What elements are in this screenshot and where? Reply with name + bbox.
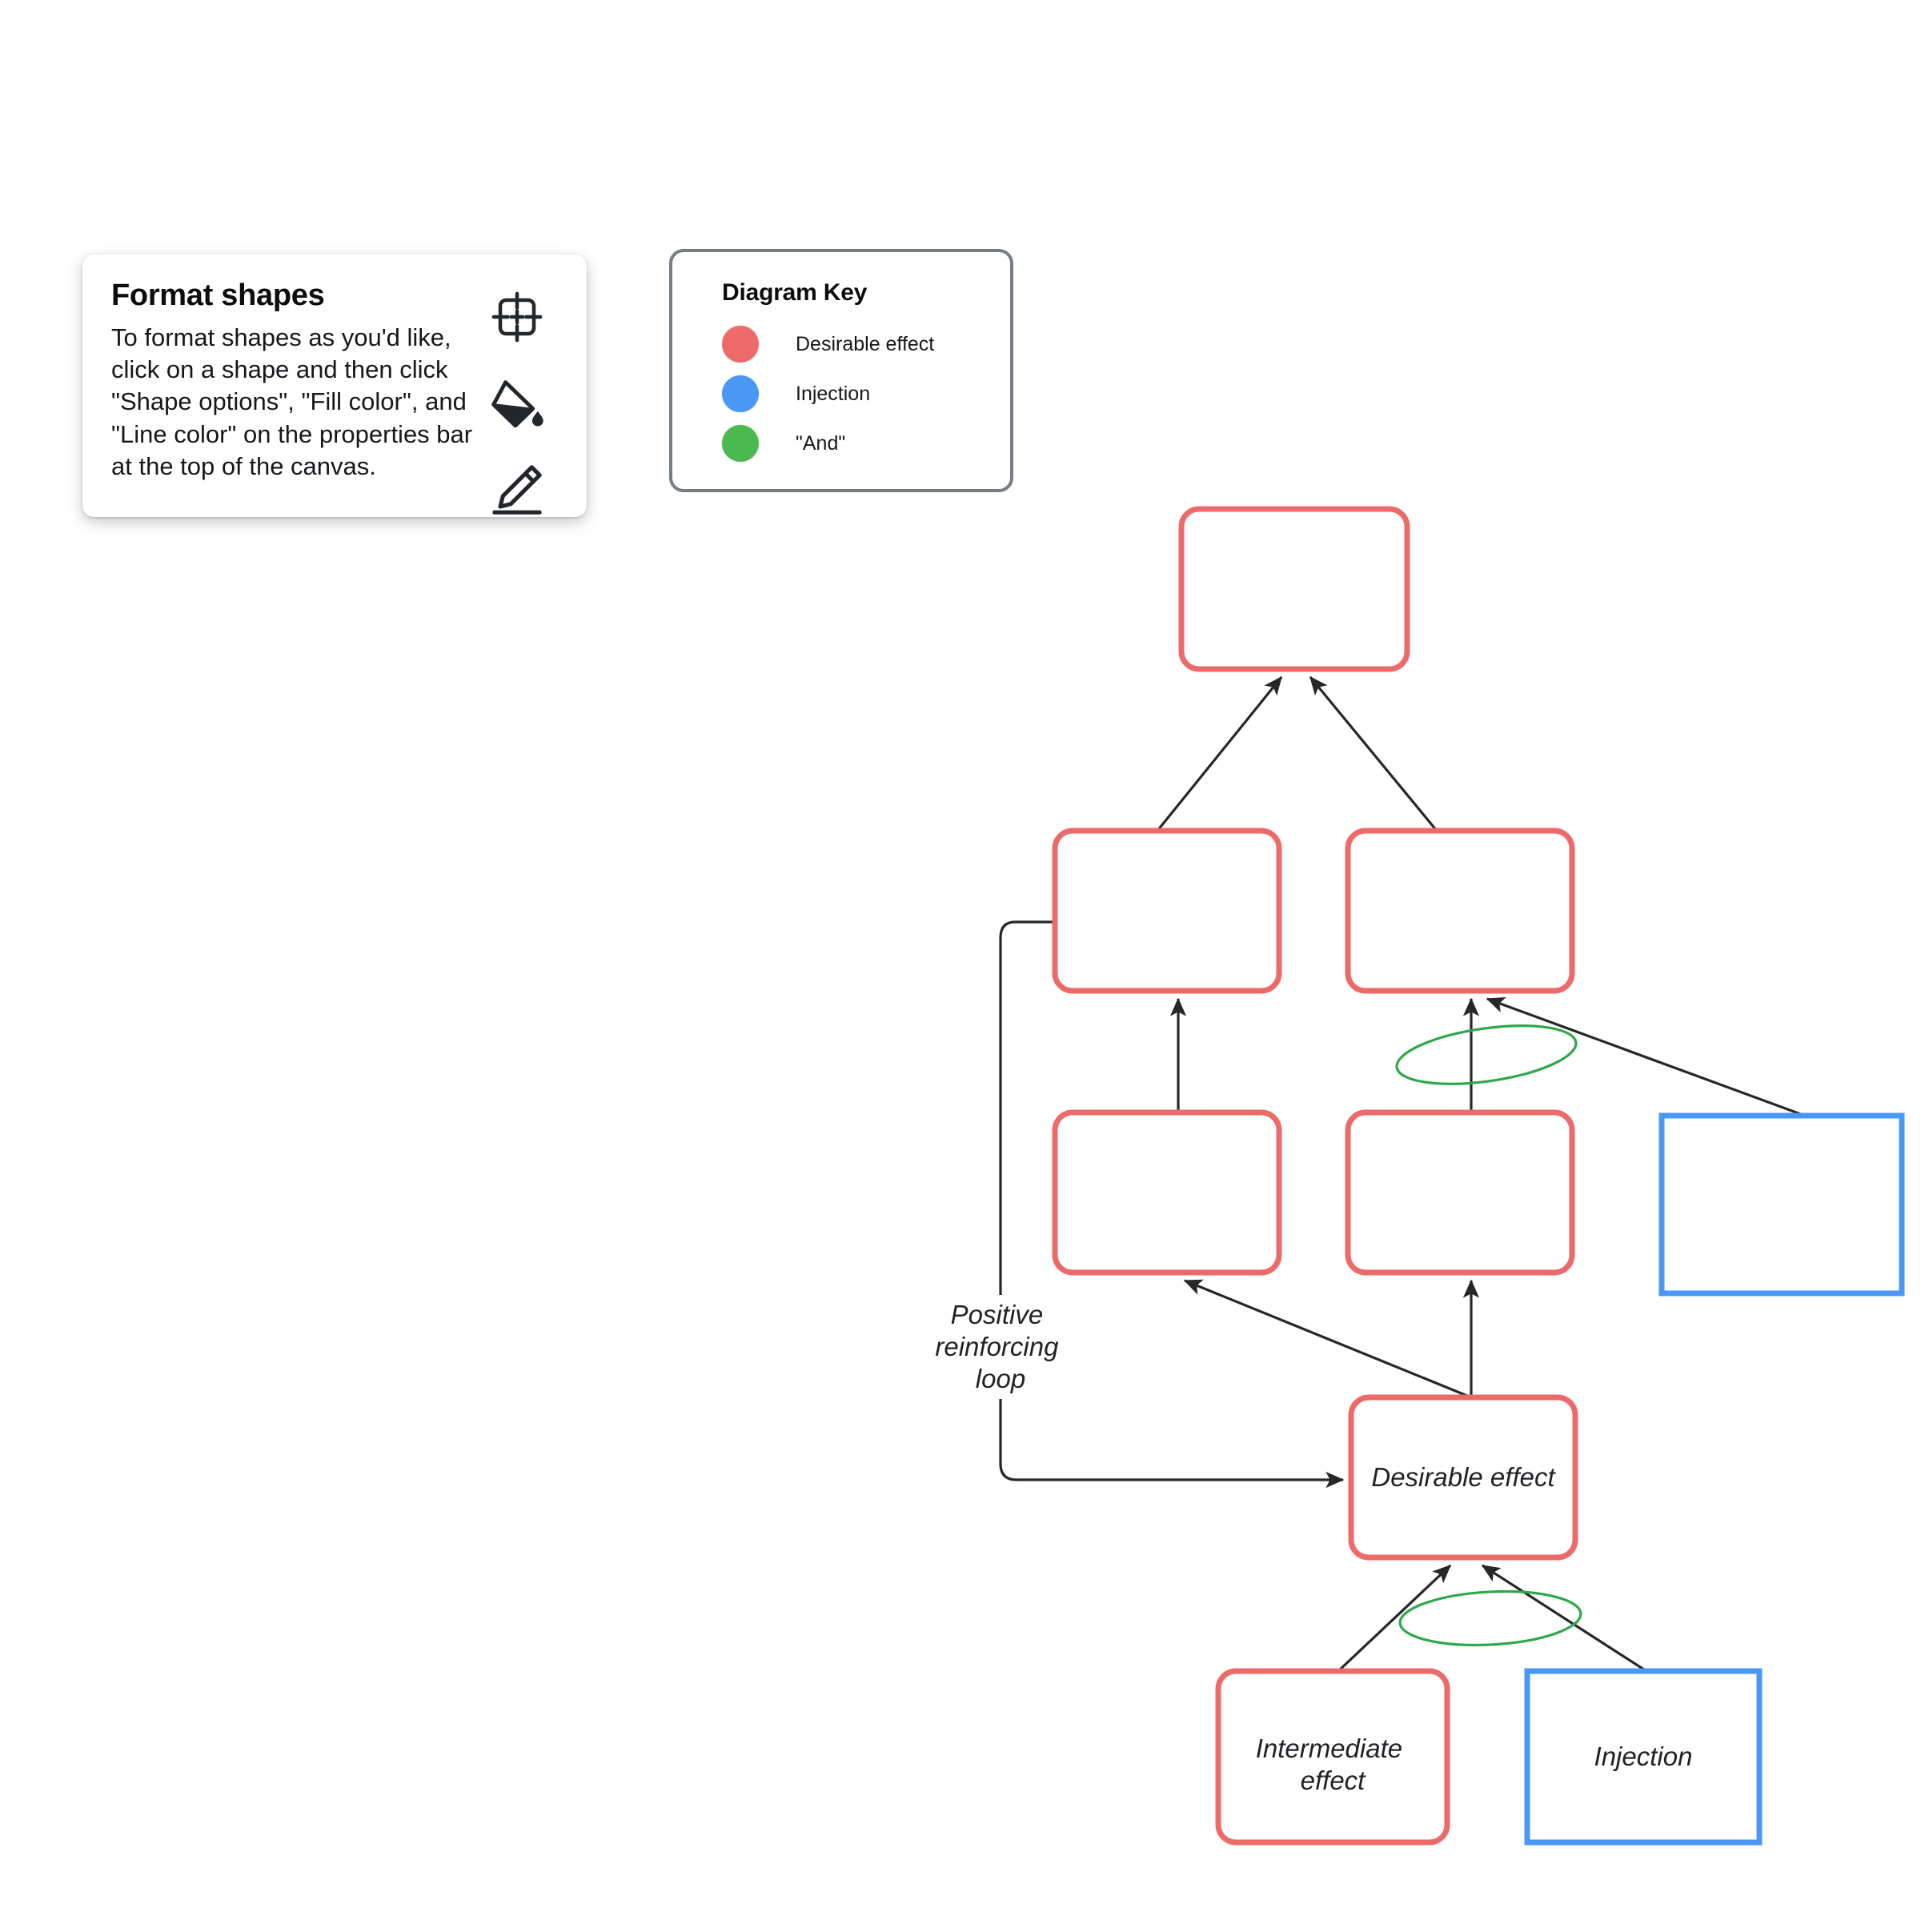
edge-midupperright-to-topgoal — [1309, 675, 1438, 832]
edge-desirableeffect-to-midlowerleft — [1183, 1279, 1472, 1399]
format-shapes-card: Format shapes To format shapes as you'd … — [82, 255, 587, 517]
node-mid-lower-left[interactable] — [1052, 1109, 1282, 1276]
node-mid-lower-right[interactable] — [1345, 1109, 1575, 1276]
and-connector-upper[interactable] — [1394, 1016, 1580, 1094]
legend-item-desirable-effect: Desirable effect — [722, 319, 983, 369]
edge-positive-reinforcing-loop — [999, 920, 1345, 1489]
line-color-icon[interactable] — [488, 461, 546, 519]
legend-label-desirable-effect: Desirable effect — [796, 332, 935, 355]
legend-label-and: "And" — [796, 431, 846, 455]
diagram-key-title: Diagram Key — [722, 279, 868, 306]
diagram-edges — [999, 675, 1806, 1673]
node-label-injection-bottom: Injection — [1594, 1742, 1693, 1771]
legend-swatch-injection — [722, 375, 759, 412]
node-desirable-effect[interactable] — [1348, 1394, 1578, 1561]
legend-swatch-desirable-effect — [722, 326, 759, 363]
node-top-goal[interactable] — [1178, 506, 1410, 672]
positive-reinforcing-loop-label: Positive reinforcing loop — [935, 1300, 1065, 1393]
format-shapes-title: Format shapes — [111, 279, 325, 312]
and-connectors — [1394, 1016, 1582, 1649]
edge-intermediateeffect-to-desirableeffect — [1337, 1564, 1452, 1673]
node-mid-upper-left[interactable] — [1052, 828, 1282, 994]
legend-label-injection: Injection — [796, 382, 871, 405]
legend-item-injection: Injection — [722, 369, 983, 419]
diagram-key-legend: Diagram Key Desirable effect Injection "… — [669, 249, 1013, 492]
legend-swatch-and — [722, 425, 759, 462]
node-injection-right[interactable] — [1658, 1112, 1905, 1297]
node-injection-bottom[interactable] — [1524, 1668, 1763, 1846]
shape-options-icon[interactable] — [488, 288, 546, 346]
positive-reinforcing-loop-label-group: Positive reinforcing loop — [933, 1295, 1069, 1399]
and-connector-lower[interactable] — [1398, 1587, 1582, 1649]
node-label-desirable-effect: Desirable effect — [1371, 1462, 1556, 1492]
edge-injectionbottom-to-desirableeffect — [1481, 1564, 1647, 1673]
diagram-nodes: Desirable effect Intermediate effect Inj… — [1052, 506, 1905, 1846]
legend-item-and: "And" — [722, 419, 983, 468]
fill-color-icon[interactable] — [488, 375, 546, 432]
edge-injectionright-to-midupperright — [1486, 996, 1806, 1117]
format-shapes-body: To format shapes as you'd like, click on… — [111, 323, 473, 481]
node-intermediate-effect[interactable] — [1215, 1668, 1450, 1846]
node-label-intermediate-effect: Intermediate effect — [1256, 1734, 1410, 1795]
node-mid-upper-right[interactable] — [1345, 828, 1575, 994]
edge-midupperleft-to-topgoal — [1156, 675, 1283, 832]
format-shapes-icon-group — [483, 288, 551, 519]
